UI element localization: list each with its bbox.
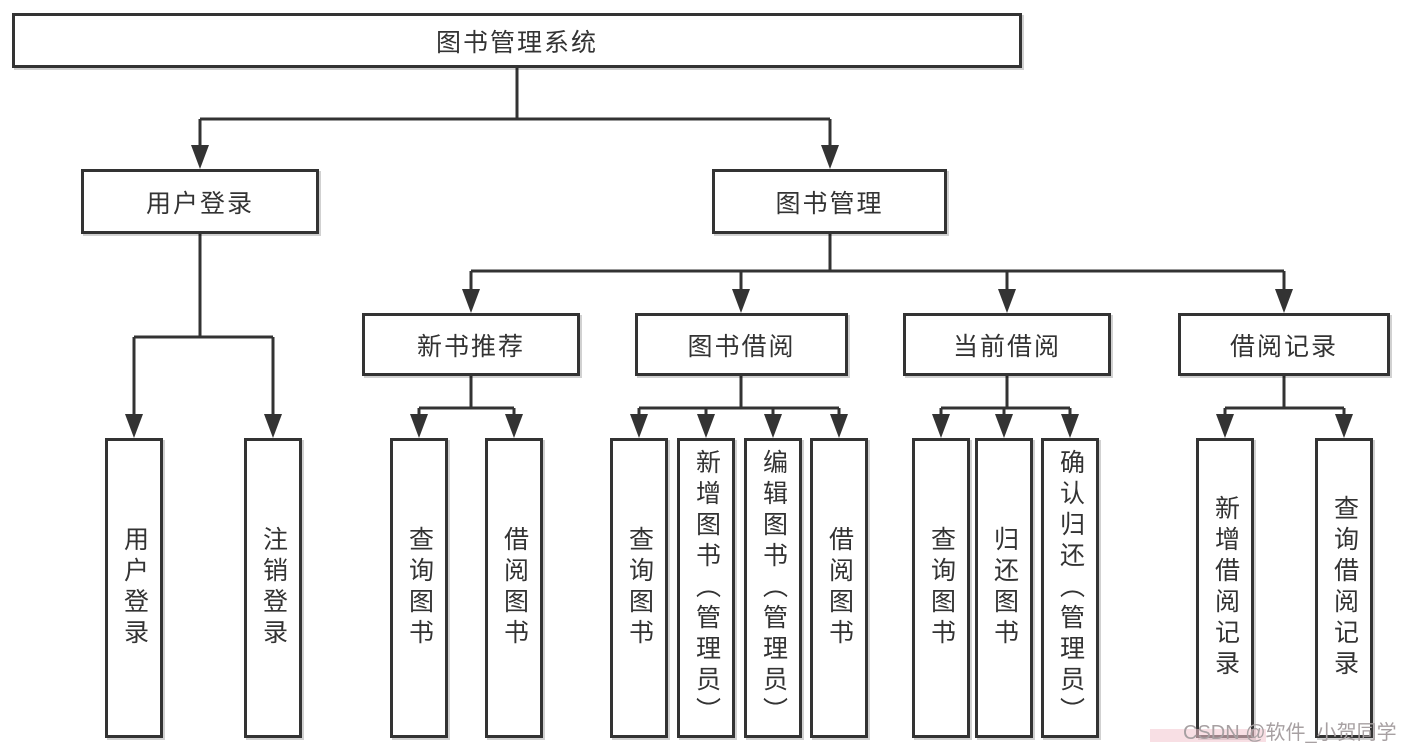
leaf-return-books-label: 归还图书 bbox=[990, 526, 1019, 650]
leaf-user-login-label: 用户登录 bbox=[120, 526, 149, 650]
leaf-logout-label: 注销登录 bbox=[259, 526, 288, 650]
arrowhead bbox=[995, 414, 1013, 438]
node-borrow-records: 借阅记录 bbox=[1178, 313, 1390, 376]
arrowhead bbox=[1335, 414, 1353, 438]
watermark-pink-smear bbox=[1150, 729, 1266, 742]
connector-root-to-level2 bbox=[191, 68, 839, 169]
connector-borrow-to-leaves bbox=[630, 376, 848, 438]
node-root-label: 图书管理系统 bbox=[435, 28, 598, 57]
arrowhead bbox=[697, 414, 715, 438]
node-book-management: 图书管理 bbox=[712, 169, 947, 234]
arrowhead bbox=[830, 414, 848, 438]
leaf-borrow-books-recommend-label: 借阅图书 bbox=[500, 526, 529, 650]
connector-current-to-leaves bbox=[932, 376, 1079, 438]
leaf-user-login: 用户登录 bbox=[105, 438, 163, 738]
arrowhead bbox=[264, 414, 282, 438]
leaf-query-books-current: 查询图书 bbox=[912, 438, 970, 738]
node-borrow-records-label: 借阅记录 bbox=[1229, 332, 1338, 361]
leaf-confirm-return-admin-label: 确认归还（管理员） bbox=[1056, 448, 1085, 728]
arrowhead bbox=[1275, 289, 1293, 313]
connector-recommend-to-leaves bbox=[410, 376, 523, 438]
arrowhead bbox=[630, 414, 648, 438]
leaf-return-books: 归还图书 bbox=[975, 438, 1033, 738]
leaf-query-books-borrow-label: 查询图书 bbox=[625, 526, 654, 650]
node-new-book-recommend: 新书推荐 bbox=[362, 313, 580, 376]
leaf-edit-books-admin-label: 编辑图书（管理员） bbox=[759, 448, 788, 728]
arrowhead bbox=[1216, 414, 1234, 438]
leaf-query-books-recommend-label: 查询图书 bbox=[405, 526, 434, 650]
leaf-query-borrow-record: 查询借阅记录 bbox=[1315, 438, 1373, 738]
connector-user-login-to-leaves bbox=[125, 234, 282, 438]
leaf-query-books-borrow: 查询图书 bbox=[610, 438, 668, 738]
arrowhead bbox=[410, 414, 428, 438]
node-user-login: 用户登录 bbox=[81, 169, 319, 234]
leaf-logout: 注销登录 bbox=[244, 438, 302, 738]
leaf-confirm-return-admin: 确认归还（管理员） bbox=[1041, 438, 1099, 738]
arrowhead bbox=[1061, 414, 1079, 438]
node-current-borrow-label: 当前借阅 bbox=[952, 332, 1061, 361]
arrowhead bbox=[732, 289, 750, 313]
leaf-add-books-admin-label: 新增图书（管理员） bbox=[692, 448, 721, 728]
leaf-query-borrow-record-label: 查询借阅记录 bbox=[1330, 495, 1359, 681]
arrowhead bbox=[932, 414, 950, 438]
node-root: 图书管理系统 bbox=[12, 13, 1022, 68]
arrowhead bbox=[125, 414, 143, 438]
arrowhead bbox=[191, 145, 209, 169]
arrowhead bbox=[764, 414, 782, 438]
connector-records-to-leaves bbox=[1216, 376, 1353, 438]
arrowhead bbox=[821, 145, 839, 169]
leaf-add-borrow-record: 新增借阅记录 bbox=[1196, 438, 1254, 738]
node-current-borrow: 当前借阅 bbox=[903, 313, 1111, 376]
leaf-borrow-books-recommend: 借阅图书 bbox=[485, 438, 543, 738]
leaf-add-books-admin: 新增图书（管理员） bbox=[677, 438, 735, 738]
leaf-query-books-current-label: 查询图书 bbox=[927, 526, 956, 650]
connector-book-mgmt-to-level3 bbox=[462, 234, 1293, 313]
leaf-borrow-books-label: 借阅图书 bbox=[825, 526, 854, 650]
node-book-management-label: 图书管理 bbox=[775, 189, 884, 218]
node-user-login-label: 用户登录 bbox=[145, 189, 254, 218]
leaf-add-borrow-record-label: 新增借阅记录 bbox=[1211, 495, 1240, 681]
arrowhead bbox=[998, 289, 1016, 313]
arrowhead bbox=[462, 289, 480, 313]
arrowhead bbox=[505, 414, 523, 438]
leaf-query-books-recommend: 查询图书 bbox=[390, 438, 448, 738]
node-new-book-recommend-label: 新书推荐 bbox=[416, 332, 525, 361]
csdn-watermark: CSDN @软件_小贺同学 bbox=[1183, 722, 1397, 744]
node-book-borrow-label: 图书借阅 bbox=[687, 332, 796, 361]
leaf-edit-books-admin: 编辑图书（管理员） bbox=[744, 438, 802, 738]
leaf-borrow-books: 借阅图书 bbox=[810, 438, 868, 738]
node-book-borrow: 图书借阅 bbox=[635, 313, 848, 376]
